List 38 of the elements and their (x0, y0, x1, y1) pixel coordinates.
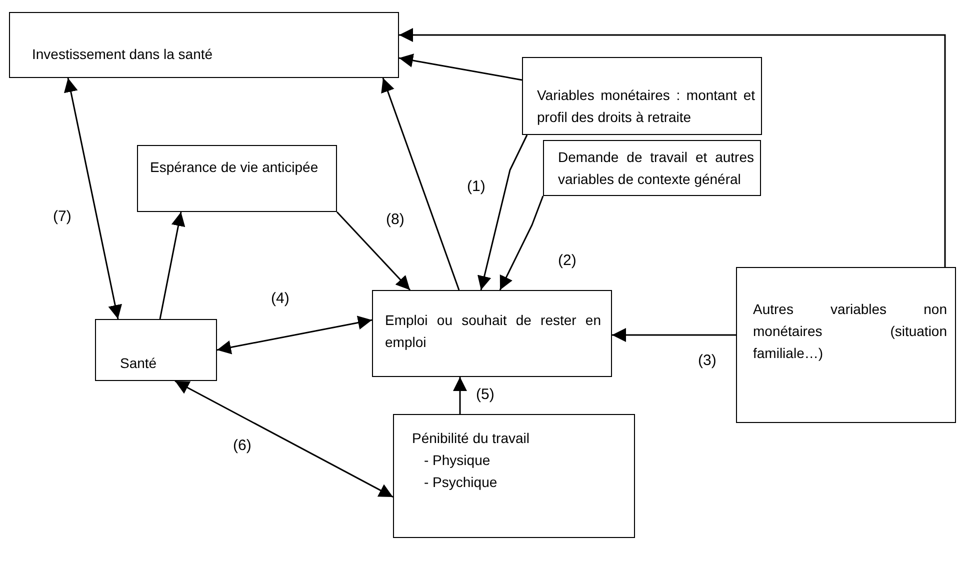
arrow (453, 377, 467, 414)
arrow (499, 196, 544, 290)
arrow (216, 316, 372, 354)
text-box (522, 57, 762, 135)
edge-label: (6) (232, 437, 252, 455)
edge-label: (3) (697, 352, 718, 370)
arrow (612, 328, 736, 342)
arrow (336, 211, 411, 291)
node-label: Investissement dans la santé (32, 45, 214, 64)
text-box (736, 267, 956, 423)
text-box (137, 145, 337, 212)
edge-label: (4) (270, 290, 290, 308)
arrow (64, 78, 122, 320)
arrow (399, 28, 946, 267)
text-box (9, 12, 399, 78)
edge-label: (7) (52, 208, 72, 226)
arrow (398, 54, 522, 81)
edge-label: (1) (466, 178, 486, 196)
arrow (174, 380, 394, 498)
node-label: Autres variables non monétaires (situation familiale…) (753, 300, 947, 363)
edge-label: (8) (385, 211, 406, 229)
edge-label: (5) (475, 386, 496, 404)
text-box (543, 140, 761, 196)
edge-label: (2) (557, 252, 578, 270)
node-label: Variables monétaires : montant et profil des droits à retraite (537, 86, 755, 127)
arrow (381, 78, 460, 290)
text-box (372, 290, 612, 377)
text-box (95, 319, 217, 381)
node-label: Espérance de vie anticipée (150, 158, 320, 177)
list-item: - Physique (423, 451, 492, 470)
list-item: - Psychique (423, 473, 498, 492)
node-label: Pénibilité du travail (412, 429, 531, 448)
arrow (477, 134, 528, 290)
node-label: Santé (120, 354, 158, 373)
node-label: Demande de travail et autres variables de contexte général (558, 148, 754, 189)
node-label: Emploi ou souhait de rester en emploi (385, 311, 601, 352)
text-box (393, 414, 635, 538)
arrow (159, 212, 186, 320)
